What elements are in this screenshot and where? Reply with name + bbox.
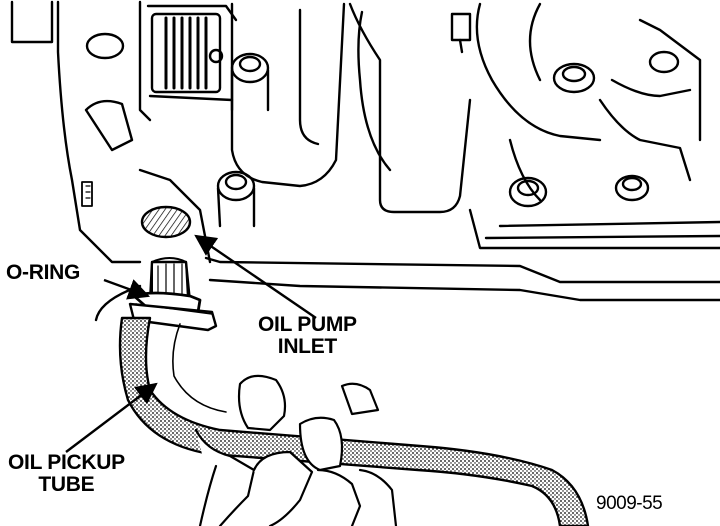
oil-pickup-tube-label-line1: OIL PICKUP xyxy=(8,451,125,474)
oil-pump-inlet-label-line2: INLET xyxy=(277,335,337,359)
timing-sprocket xyxy=(146,4,238,102)
o-ring-label: O-RING xyxy=(6,261,81,284)
oil-pickup-tube-label: OIL PICKUP TUBE xyxy=(8,451,125,497)
pickup-tube xyxy=(118,316,590,526)
oil-pump-inlet-label: OIL PUMP INLET xyxy=(258,313,357,359)
oil-pickup-tube-label-line2: TUBE xyxy=(38,473,95,497)
pickup-flange xyxy=(128,257,218,332)
technician-hand xyxy=(194,374,398,526)
crankshaft xyxy=(230,2,702,214)
oil-pan-rail xyxy=(94,208,720,322)
figure-code: 9009-55 xyxy=(596,493,663,514)
main-bearing-bolts xyxy=(216,12,680,228)
oil-pump-inlet-label-line1: OIL PUMP xyxy=(258,313,357,336)
o-ring-leader xyxy=(103,278,151,300)
inlet-leader xyxy=(194,234,317,319)
leader-arrows xyxy=(65,234,317,453)
tube-leader xyxy=(65,382,158,453)
oil-pump-inlet-port xyxy=(140,205,192,239)
